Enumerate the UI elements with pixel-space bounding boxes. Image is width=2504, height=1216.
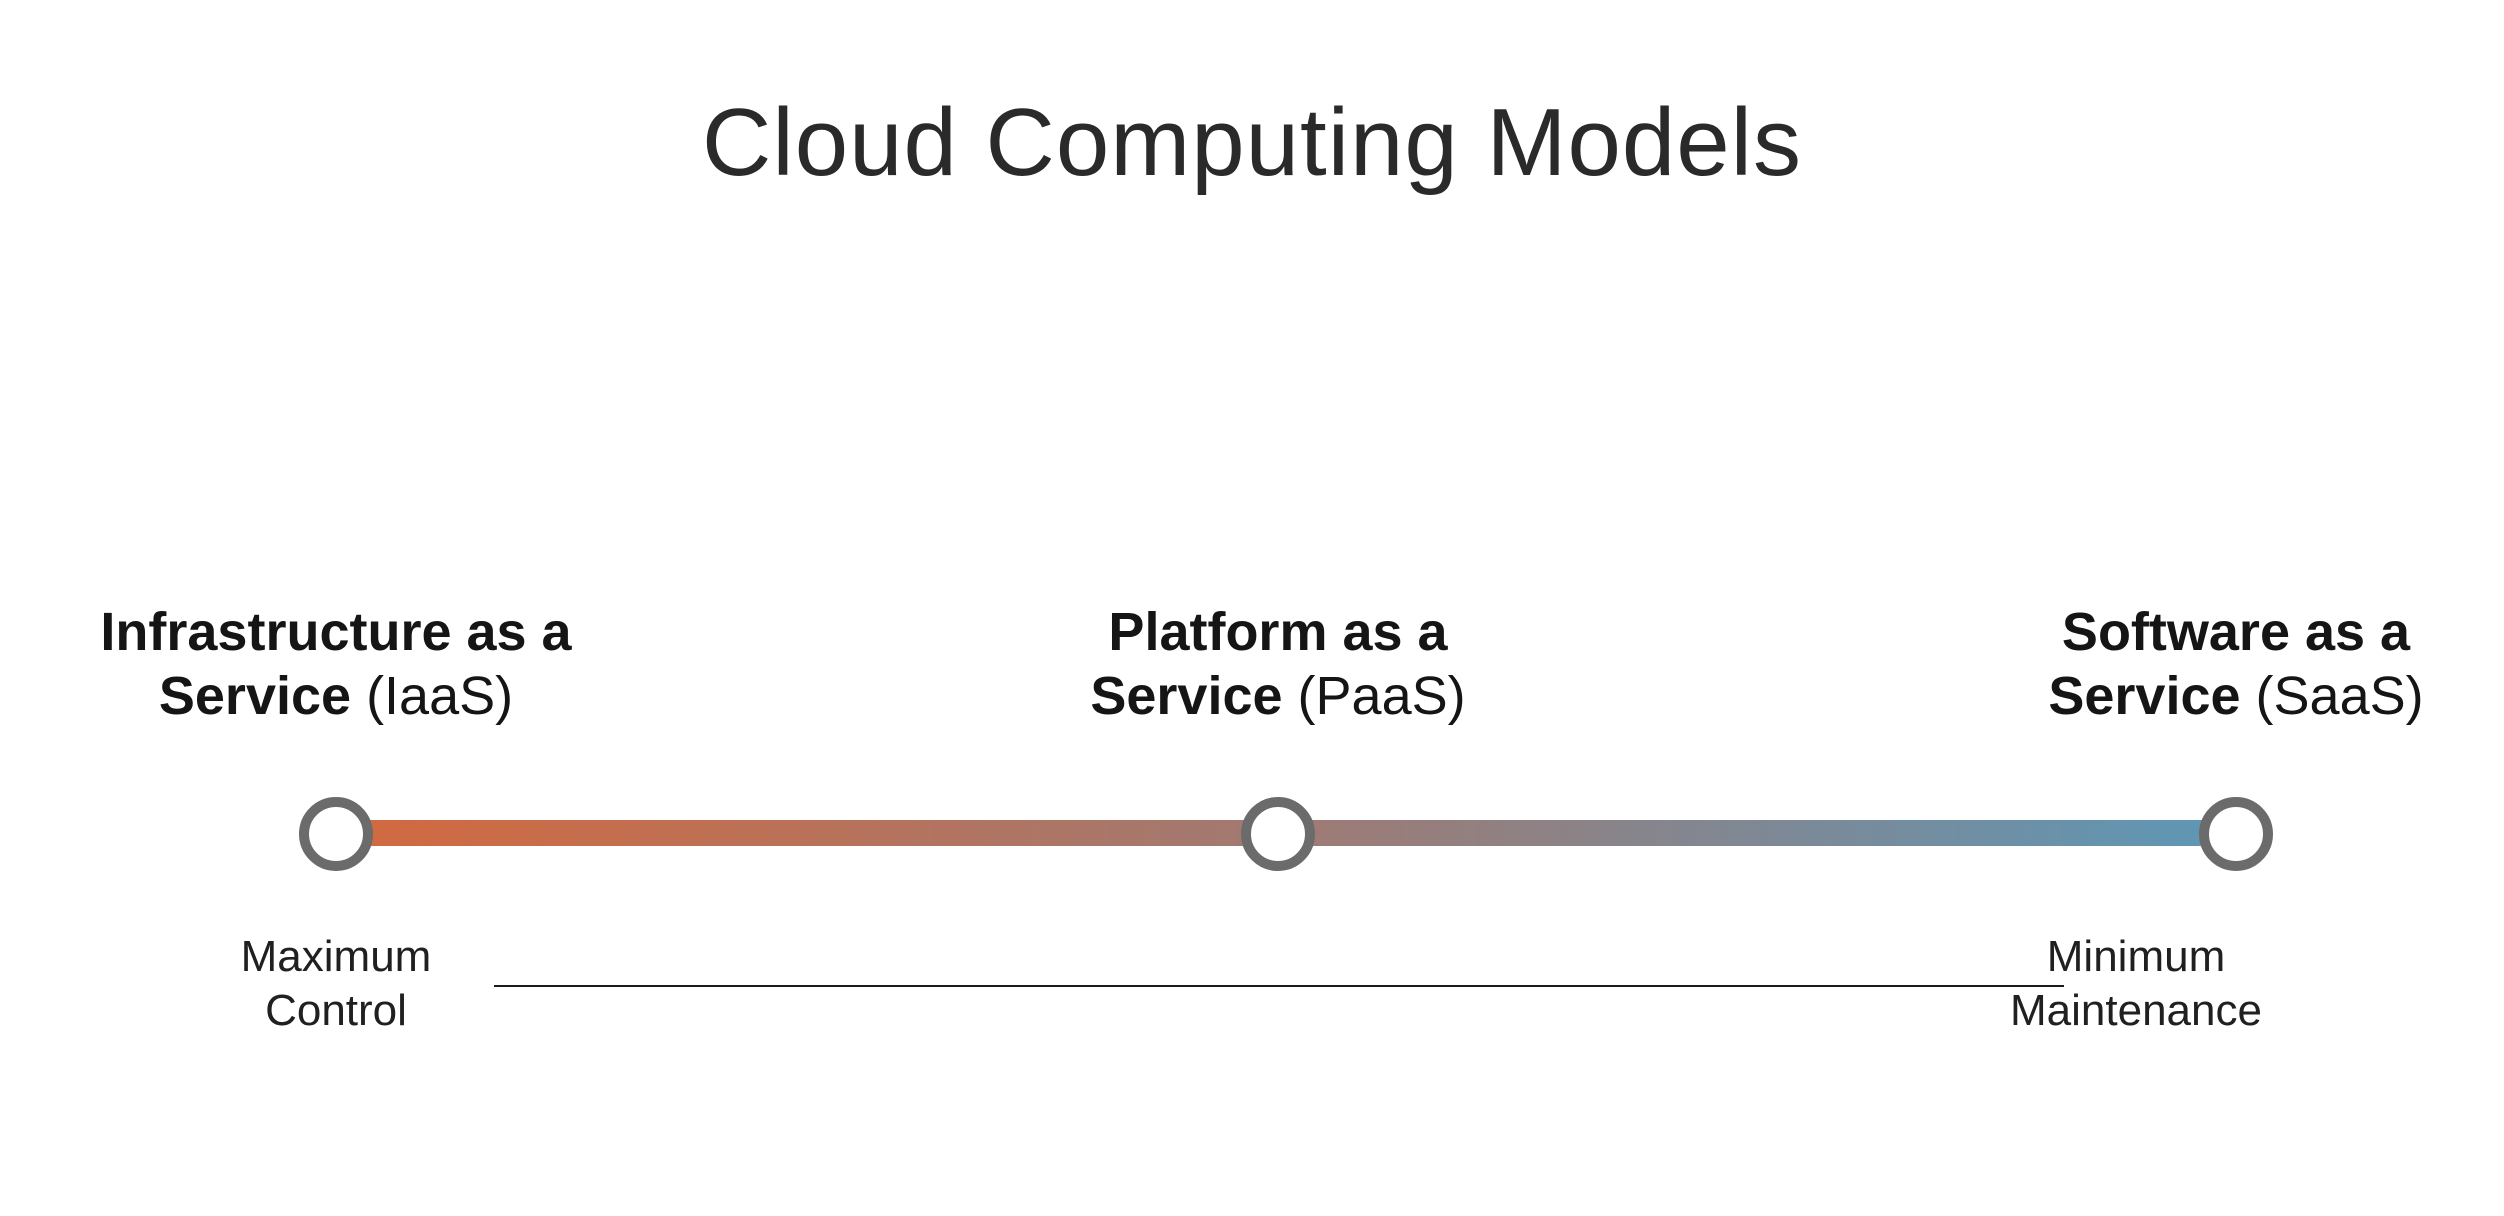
model-paas-abbr: (PaaS) xyxy=(1297,666,1466,726)
model-saas-service: Service xyxy=(2048,666,2241,726)
model-label-iaas: Infrastructure as a Service (IaaS) xyxy=(16,600,656,728)
model-label-saas: Software as a Service (SaaS) xyxy=(1916,600,2504,728)
end-left-line2: Control xyxy=(265,986,407,1035)
end-right-line1: Minimum xyxy=(2046,932,2226,981)
end-label-left: Maximum Control xyxy=(126,930,546,1038)
end-right-line2: Maintenance xyxy=(2010,986,2262,1035)
model-iaas-service: Service xyxy=(158,666,352,726)
model-saas-line1: Software as a xyxy=(2061,602,2411,662)
node-saas xyxy=(2199,797,2273,871)
model-paas-service: Service xyxy=(1090,666,1283,726)
node-iaas xyxy=(299,797,373,871)
model-iaas-abbr: (IaaS) xyxy=(366,666,514,726)
end-left-line1: Maximum xyxy=(240,932,432,981)
model-saas-abbr: (SaaS) xyxy=(2255,666,2424,726)
node-paas xyxy=(1241,797,1315,871)
model-label-paas: Platform as a Service (PaaS) xyxy=(958,600,1598,728)
diagram-title: Cloud Computing Models xyxy=(702,89,1802,196)
end-label-right: Minimum Maintenance xyxy=(1926,930,2346,1038)
model-paas-line1: Platform as a xyxy=(1108,602,1448,662)
model-iaas-line1: Infrastructure as a xyxy=(100,602,572,662)
spectrum-rule-line xyxy=(494,985,2064,987)
